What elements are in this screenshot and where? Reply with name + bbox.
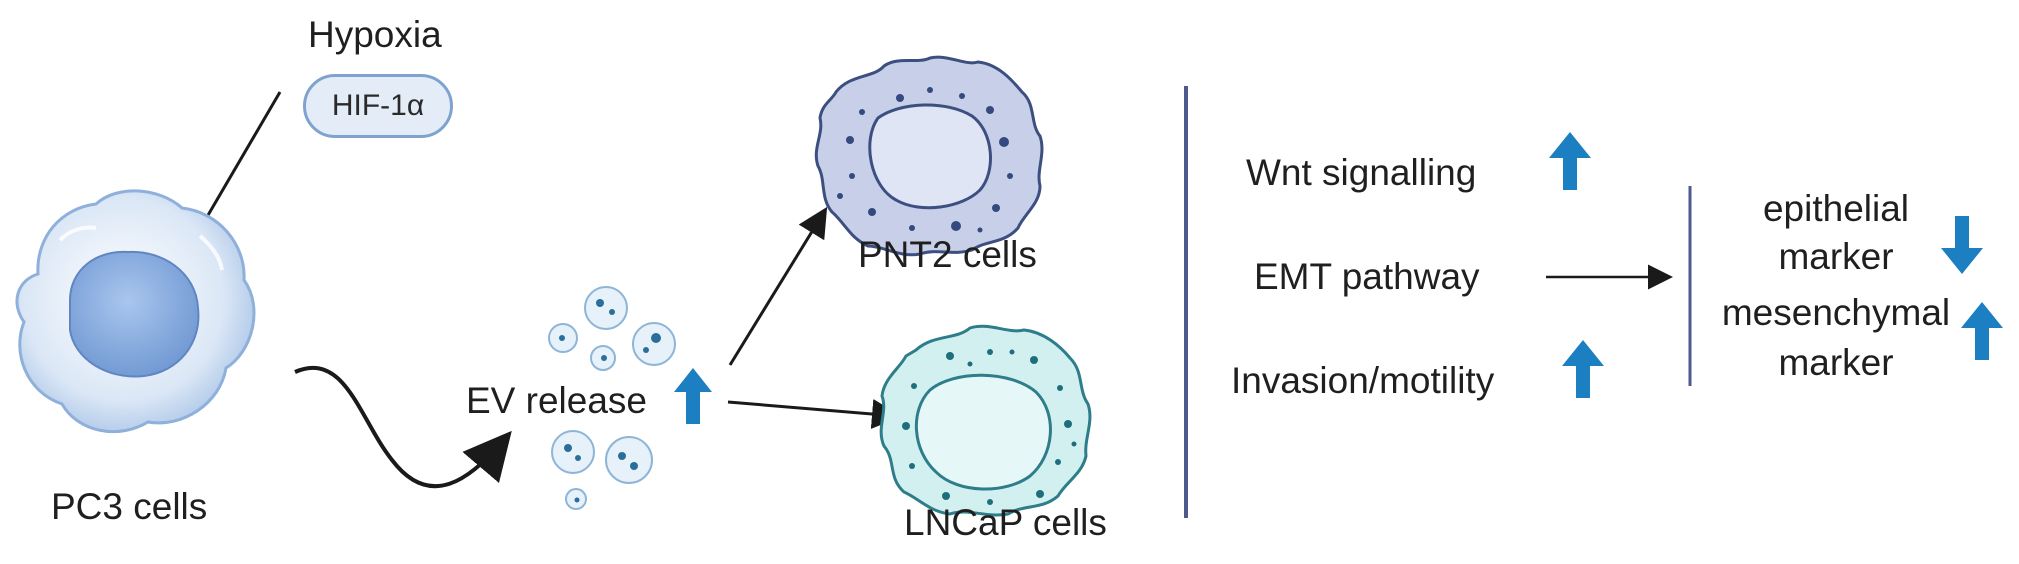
lncap-cell-icon bbox=[879, 324, 1092, 517]
mesenchymal-up-arrow bbox=[1961, 302, 2003, 360]
hypoxia-label: Hypoxia bbox=[308, 14, 442, 55]
hif1a-label: HIF-1α bbox=[331, 89, 425, 122]
wnt-up-arrow bbox=[1549, 132, 1591, 190]
pc3-to-ev-arrow bbox=[294, 365, 512, 489]
invasion-motility-label: Invasion/motility bbox=[1231, 360, 1495, 401]
epithelial-line2-label: marker bbox=[1778, 236, 1894, 277]
mesenchymal-line2-label: marker bbox=[1778, 342, 1894, 383]
epithelial-line1-label: epithelial bbox=[1762, 188, 1910, 229]
pc3-cells-label: PC3 cells bbox=[51, 486, 208, 527]
invasion-up-arrow bbox=[1562, 340, 1604, 398]
hif1a-badge: HIF-1α bbox=[303, 74, 453, 138]
ev-to-pnt2-arrow bbox=[728, 206, 828, 366]
emt-pathway-label: EMT pathway bbox=[1254, 256, 1480, 297]
pnt2-cell-icon bbox=[814, 55, 1044, 257]
ev-release-label: EV release bbox=[466, 380, 647, 421]
pc3-cell-icon bbox=[15, 189, 256, 434]
extracellular-vesicles-icon bbox=[548, 286, 676, 510]
epithelial-down-arrow bbox=[1941, 216, 1983, 274]
lncap-cells-label: LNCaP cells bbox=[904, 502, 1107, 543]
ev-to-lncap-arrow bbox=[727, 399, 902, 429]
mesenchymal-line1-label: mesenchymal bbox=[1721, 292, 1951, 333]
wnt-signalling-label: Wnt signalling bbox=[1246, 152, 1477, 193]
ev-release-up-arrow bbox=[674, 368, 712, 424]
pnt2-cells-label: PNT2 cells bbox=[858, 234, 1037, 275]
